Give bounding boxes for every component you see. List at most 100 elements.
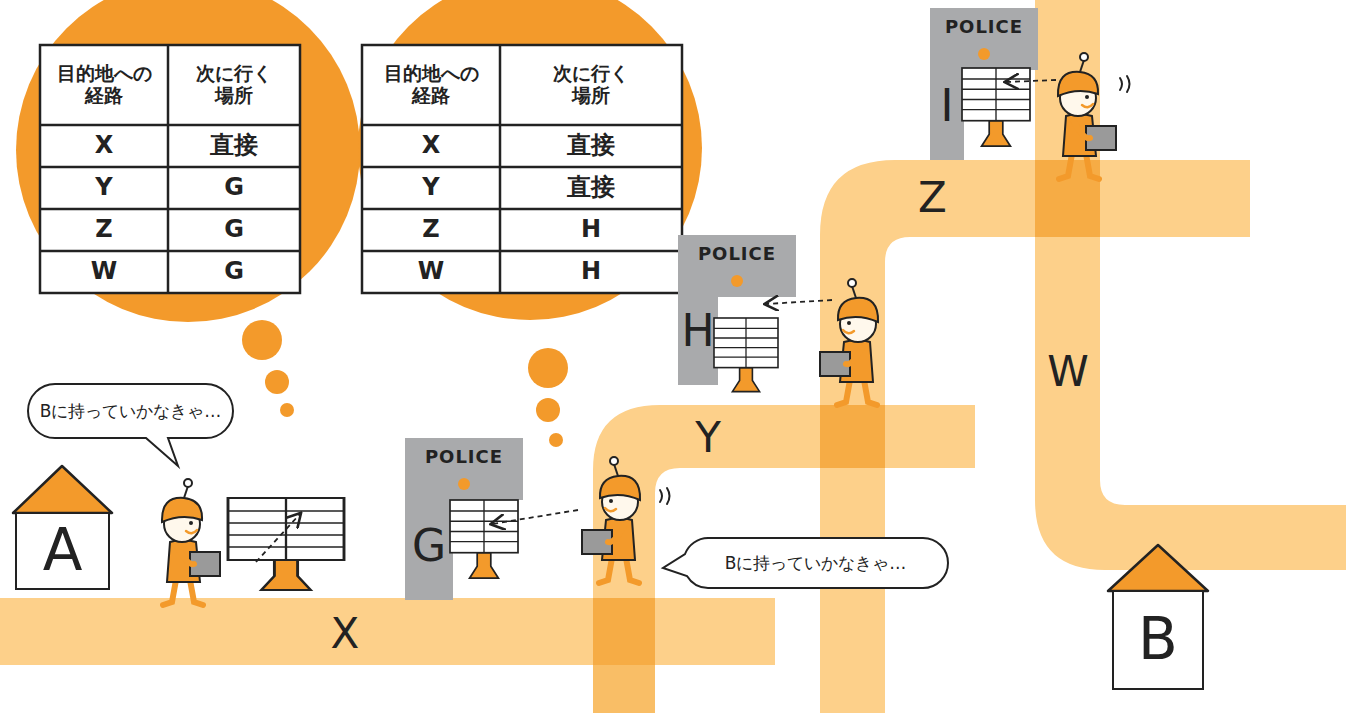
- police-building: [930, 8, 1038, 160]
- table-rule: [40, 124, 300, 127]
- police-lamp: [731, 275, 743, 287]
- table-cell: X: [362, 125, 500, 167]
- table-cell: Z: [362, 209, 500, 251]
- table-cell: X: [40, 125, 168, 167]
- table-rule: [362, 208, 682, 211]
- motion-mark: [660, 490, 662, 502]
- table-cell: G: [168, 209, 300, 251]
- table-cell: 直接: [500, 125, 682, 167]
- road-crossing: [593, 665, 655, 713]
- table-rule: [362, 166, 682, 169]
- table-header: 次に行く 場所: [168, 45, 300, 125]
- courier-kid: [820, 279, 878, 405]
- thought-dot: [280, 403, 294, 417]
- speech-bubble: Bに持っていかなきゃ…: [683, 538, 948, 588]
- table-board: [450, 500, 518, 578]
- police-letter: I: [932, 76, 962, 136]
- table-cell: H: [500, 251, 682, 293]
- table-rule: [40, 208, 300, 211]
- table-frame: [40, 45, 300, 293]
- thought-dot: [528, 348, 568, 388]
- road-band: [1035, 0, 1346, 570]
- thought-bubble: [358, 0, 702, 320]
- lookup-arrow: [766, 300, 832, 304]
- road-crossing: [593, 598, 655, 665]
- house-roof: [1108, 545, 1208, 591]
- speech-bubble: Bに持っていかなきゃ…: [28, 384, 233, 438]
- table-frame: [362, 45, 682, 293]
- table-rule: [40, 166, 300, 169]
- police-lamp: [978, 48, 990, 60]
- table-rule: [362, 250, 682, 253]
- table-rule: [362, 124, 682, 127]
- courier-kid: [582, 457, 640, 583]
- lookup-arrow: [492, 510, 578, 524]
- police-building: [405, 438, 523, 600]
- police-building: [678, 235, 796, 385]
- lookup-arrows: [256, 80, 1056, 562]
- police-letter: G: [407, 516, 451, 576]
- house-roof: [13, 466, 112, 513]
- courier-kid: [1058, 53, 1116, 179]
- speech-outline: [28, 384, 233, 466]
- road-name: X: [315, 608, 375, 660]
- speech-text: Bに持っていかなきゃ…: [28, 384, 233, 438]
- road-crossing: [1035, 160, 1100, 237]
- routing-table: [362, 45, 682, 293]
- road-band: [0, 598, 775, 665]
- table-rule: [167, 45, 170, 293]
- road-crossing: [820, 405, 885, 468]
- table-cell: G: [168, 251, 300, 293]
- thought-dot: [549, 433, 563, 447]
- thought-dot: [265, 370, 289, 394]
- motion-mark: [1120, 78, 1122, 90]
- table-header: 目的地への 経路: [40, 45, 168, 125]
- table-cell: Y: [362, 167, 500, 209]
- table-board: [714, 318, 778, 392]
- lookup-arrow: [256, 514, 300, 562]
- table-cell: H: [500, 209, 682, 251]
- motion-mark: [667, 488, 670, 504]
- road-band: [593, 405, 975, 713]
- thought-group: [16, 0, 702, 447]
- speech-text: Bに持っていかなきゃ…: [683, 538, 948, 588]
- road-name: W: [1043, 346, 1093, 398]
- table-cell: Y: [40, 167, 168, 209]
- table-cell: G: [168, 167, 300, 209]
- police-letter: H: [680, 301, 716, 361]
- motion-marks: [660, 76, 1130, 504]
- table-cell: 直接: [500, 167, 682, 209]
- table-cell: W: [362, 251, 500, 293]
- police-sign: POLICE: [678, 241, 796, 267]
- police-lamp: [458, 478, 470, 490]
- table-header: 次に行く 場所: [500, 45, 682, 125]
- road-name: Z: [905, 172, 960, 224]
- thought-dot: [242, 320, 282, 360]
- table-board: [228, 498, 344, 590]
- table-cell: 直接: [168, 125, 300, 167]
- table-board: [962, 68, 1030, 146]
- table-cell: Z: [40, 209, 168, 251]
- house-box: A: [15, 512, 110, 590]
- house-box: B: [1112, 590, 1204, 690]
- table-header: 目的地への 経路: [362, 45, 500, 125]
- table-rule: [40, 250, 300, 253]
- police-box: POLICE I: [930, 8, 1038, 160]
- thought-bubble: [16, 0, 360, 322]
- police-sign: POLICE: [930, 14, 1038, 40]
- lookup-arrow: [1006, 80, 1056, 82]
- police-box: POLICE H: [678, 235, 796, 385]
- routing-table: [40, 45, 300, 293]
- speech-outline: [663, 538, 948, 588]
- table-rule: [499, 45, 502, 293]
- road-name: Y: [683, 412, 733, 464]
- motion-mark: [1127, 76, 1130, 92]
- courier-kid: [162, 479, 220, 605]
- table-cell: W: [40, 251, 168, 293]
